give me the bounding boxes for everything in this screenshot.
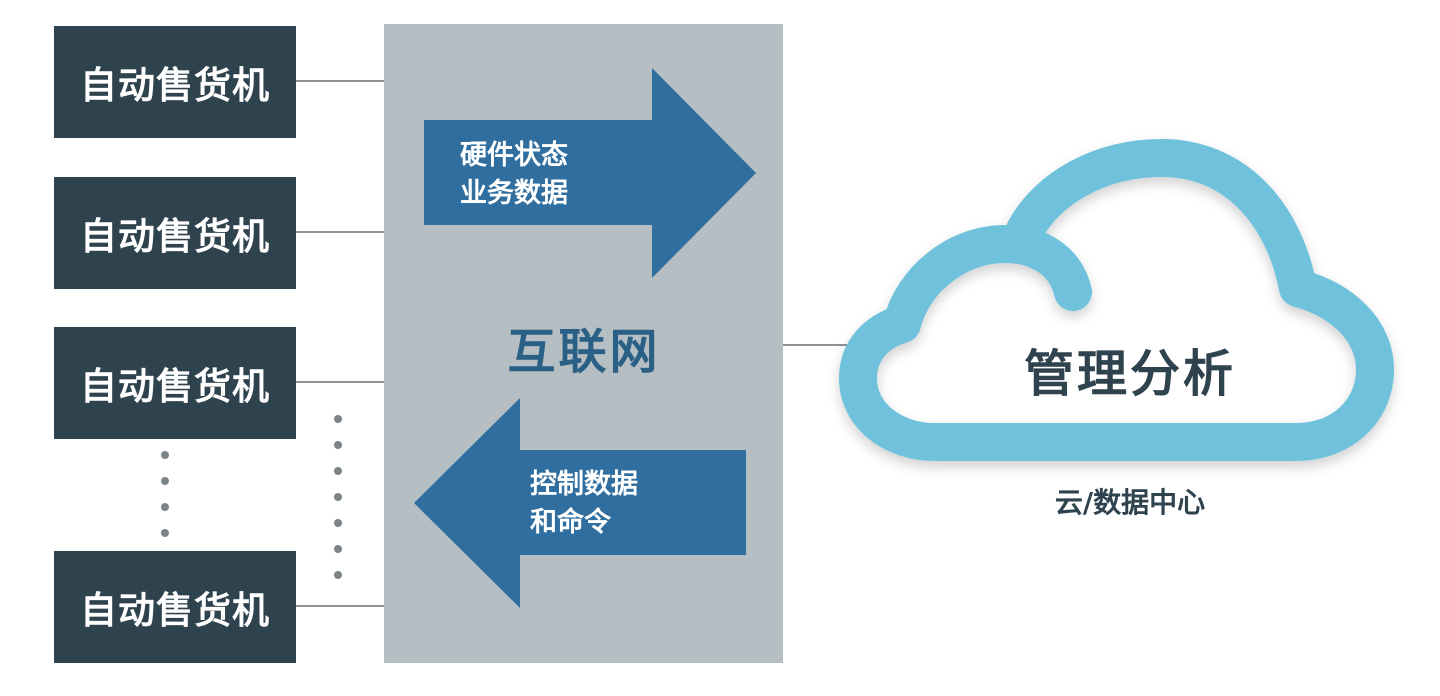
vending-machine-4: 自动售货机 [54, 551, 296, 663]
cloud-icon [839, 139, 1394, 461]
connector-line [296, 231, 384, 233]
ellipsis-dot [161, 503, 169, 511]
vending-machine-3: 自动售货机 [54, 327, 296, 439]
ellipsis-dot [161, 477, 169, 485]
ellipsis-dot [161, 529, 169, 537]
upstream-line2: 业务数据 [460, 178, 568, 209]
connector-dot [334, 415, 342, 423]
downstream-line2: 和命令 [530, 507, 611, 538]
connector-dot [334, 571, 342, 579]
vending-machine-1: 自动售货机 [54, 26, 296, 138]
connector-line [296, 381, 384, 383]
network-label: 互联网 [507, 324, 661, 380]
upstream-arrow-text: 硬件状态 业务数据 [460, 137, 568, 213]
cloud-label: 管理分析 [1024, 345, 1236, 403]
connector-line-cloud [783, 344, 863, 346]
downstream-line1: 控制数据 [530, 469, 638, 500]
vending-machine-label: 自动售货机 [80, 365, 270, 408]
connector-dot [334, 441, 342, 449]
ellipsis-dot [161, 451, 169, 459]
connector-dot [334, 493, 342, 501]
vending-machine-label: 自动售货机 [80, 589, 270, 632]
connector-dot [334, 467, 342, 475]
vending-machine-label: 自动售货机 [80, 64, 270, 107]
connector-dot [334, 545, 342, 553]
upstream-arrow [424, 68, 756, 278]
downstream-arrow [414, 398, 746, 608]
downstream-arrow-text: 控制数据 和命令 [530, 466, 638, 542]
connector-line [296, 605, 384, 607]
cloud-caption: 云/数据中心 [1054, 486, 1206, 519]
connector-line [296, 80, 384, 82]
connector-dot [334, 519, 342, 527]
upstream-line1: 硬件状态 [460, 140, 568, 171]
vending-machine-2: 自动售货机 [54, 177, 296, 289]
vending-machine-label: 自动售货机 [80, 215, 270, 258]
